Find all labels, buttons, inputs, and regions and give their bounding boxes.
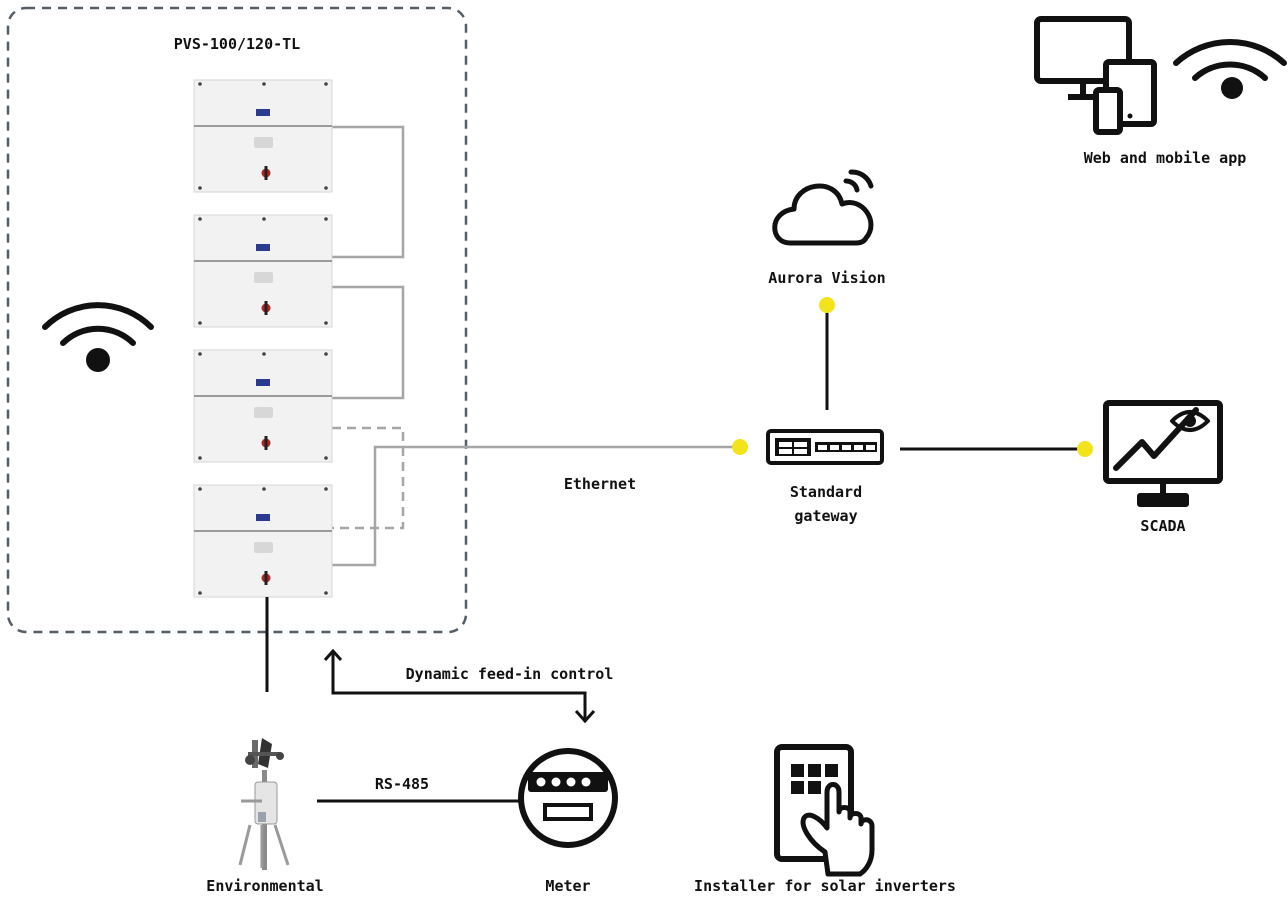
inverter-group-border <box>6 6 468 634</box>
daisy-link-2 <box>332 285 405 400</box>
feed-in-label: Dynamic feed-in control <box>405 665 614 683</box>
inverter-screw <box>198 456 202 460</box>
feed-in-link-line <box>331 652 587 720</box>
inverter-unit <box>193 349 333 463</box>
inverter-screw <box>324 321 328 325</box>
inverter-switch-handle <box>264 571 268 585</box>
weather-station-icon <box>238 738 290 870</box>
inverter-logo <box>256 244 270 251</box>
inverter-unit <box>193 484 333 598</box>
group-title: PVS-100/120-TL <box>173 35 301 53</box>
inverter-screw <box>198 487 202 491</box>
scada-monitor-icon <box>1103 400 1223 507</box>
connector-dot <box>732 439 748 455</box>
connector-dots <box>732 297 1093 457</box>
meter-label: Meter <box>545 877 591 895</box>
inverter-stack <box>193 79 333 598</box>
inverter-screw <box>324 487 328 491</box>
inverter-display <box>254 272 273 283</box>
daisy-link-3 <box>332 426 405 530</box>
feed-in-arrow-up <box>323 648 343 661</box>
daisy-link-1 <box>332 125 405 259</box>
inverter-logo <box>256 514 270 521</box>
inverter-screw <box>198 82 202 86</box>
web-mobile-app-label: Web and mobile app <box>1083 149 1247 167</box>
feed-in-arrow-down <box>574 709 596 724</box>
installer-label: Installer for solar inverters <box>694 877 956 895</box>
inverter-screw <box>198 591 202 595</box>
rs485-label: RS-485 <box>374 775 430 793</box>
inverter-screw <box>262 82 266 86</box>
inverter-switch-handle <box>264 166 268 180</box>
daisy-chain-lines <box>332 125 740 567</box>
inverter-switch-handle <box>264 436 268 450</box>
inverter-screw <box>324 352 328 356</box>
inverter-screw <box>262 487 266 491</box>
connector-dot <box>819 297 835 313</box>
wifi-icon <box>1173 39 1287 99</box>
inverter-screw <box>198 321 202 325</box>
inverter-display <box>254 542 273 553</box>
connector-dot <box>1077 441 1093 457</box>
aurora-vision-label: Aurora Vision <box>768 269 886 287</box>
environmental-label: Environmental <box>206 877 324 895</box>
network-switch-icon <box>766 429 884 465</box>
inverter-logo <box>256 379 270 386</box>
wifi-icon <box>42 302 154 372</box>
cloud-icon <box>772 169 874 246</box>
inverter-unit <box>193 214 333 328</box>
inverter-screw <box>324 591 328 595</box>
inverter-body <box>193 79 333 193</box>
inverter-screw <box>324 82 328 86</box>
inverter-screw <box>324 456 328 460</box>
inverter-screw <box>262 352 266 356</box>
gateway-label: Standard gateway <box>789 483 863 525</box>
inverter-screw <box>324 217 328 221</box>
inverter-screw <box>198 186 202 190</box>
scada-label: SCADA <box>1140 517 1186 535</box>
phone-icon <box>1093 87 1123 135</box>
inverter-logo <box>256 109 270 116</box>
inverter-display <box>254 407 273 418</box>
inverter-screw <box>198 352 202 356</box>
meter-icon <box>518 748 618 848</box>
inverter-unit <box>193 79 333 193</box>
connection-lines <box>265 306 1085 803</box>
inverter-screw <box>262 217 266 221</box>
ethernet-line <box>332 445 740 567</box>
inverter-switch-handle <box>264 301 268 315</box>
ethernet-label: Ethernet <box>563 475 637 493</box>
inverter-display <box>254 137 273 148</box>
inverter-screw <box>198 217 202 221</box>
keypad-hand-icon <box>774 744 875 877</box>
inverter-screw <box>324 186 328 190</box>
